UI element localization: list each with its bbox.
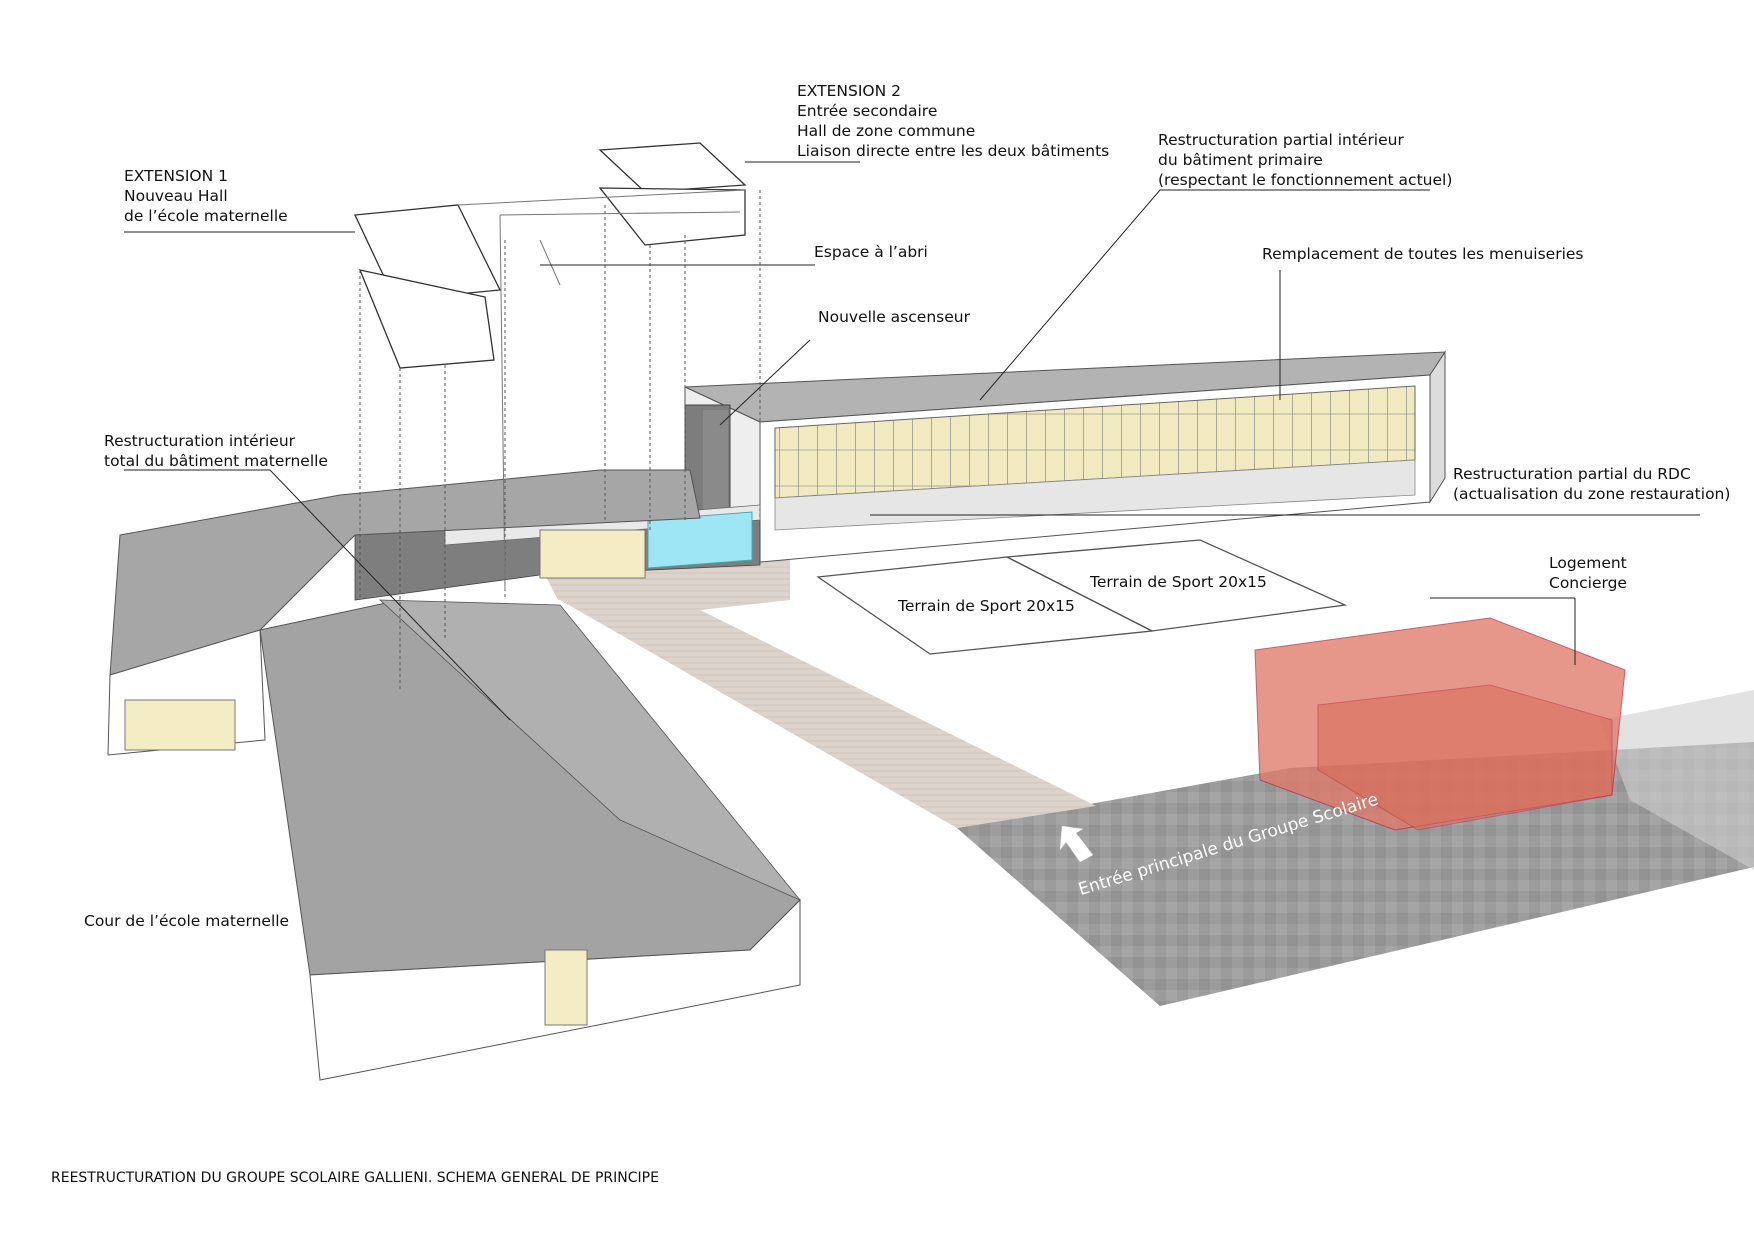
label-line: Liaison directe entre les deux bâtiments: [797, 142, 1110, 160]
label-terrain-sport-left: Terrain de Sport 20x15: [898, 597, 1075, 615]
guide-lines: [359, 190, 761, 690]
label-line: total du bâtiment maternelle: [104, 452, 328, 470]
label-line: Restructuration partial intérieur: [1158, 131, 1404, 149]
label-line: (respectant le fonctionnement actuel): [1158, 171, 1453, 189]
diagram-caption: REESTRUCTURATION DU GROUPE SCOLAIRE GALL…: [51, 1170, 659, 1186]
label-line: Restructuration partial du RDC: [1453, 465, 1691, 483]
label-restructuration-rdc: Restructuration partial du RDC (actualis…: [1453, 464, 1730, 504]
leader-lines: [124, 161, 1700, 721]
logement-volume: [1254, 617, 1626, 831]
sports-courts: [816, 539, 1348, 655]
label-line: EXTENSION 2: [797, 82, 901, 100]
maternelle-building: [107, 469, 801, 1081]
label-line: du bâtiment primaire: [1158, 151, 1323, 169]
entrance-arrow-icon: [1059, 825, 1094, 863]
label-line: (actualisation du zone restauration): [1453, 485, 1731, 503]
label-extension-1: EXTENSION 1 Nouveau Hall de l’école mate…: [124, 166, 288, 226]
label-restructuration-maternelle: Restructuration intérieur total du bâtim…: [104, 431, 328, 471]
label-line: EXTENSION 1: [124, 167, 228, 185]
label-line: Nouveau Hall: [124, 187, 228, 205]
label-line: Entrée secondaire: [797, 102, 938, 120]
label-line: de l’école maternelle: [124, 207, 288, 225]
label-line: Logement: [1549, 554, 1627, 572]
primary-building: [684, 350, 1446, 563]
shelter-frame: [457, 189, 746, 591]
entrance-plaza: [957, 690, 1754, 1006]
label-cour-maternelle: Cour de l’école maternelle: [84, 912, 290, 930]
label-restructuration-primaire: Restructuration partial intérieur du bât…: [1158, 130, 1452, 190]
label-nouvelle-ascenseur: Nouvelle ascenseur: [818, 308, 970, 326]
label-line: Hall de zone commune: [797, 122, 976, 140]
label-line: Concierge: [1549, 574, 1627, 592]
label-remplacement-menuiseries: Remplacement de toutes les menuiseries: [1262, 245, 1584, 263]
label-line: Restructuration intérieur: [104, 432, 296, 450]
label-espace-abri: Espace à l’abri: [814, 243, 928, 261]
extension-roofs: [354, 142, 747, 369]
label-extension-2: EXTENSION 2 Entrée secondaire Hall de zo…: [797, 81, 1109, 161]
label-terrain-sport-right: Terrain de Sport 20x15: [1090, 573, 1267, 591]
label-logement-concierge: Logement Concierge: [1549, 553, 1627, 593]
